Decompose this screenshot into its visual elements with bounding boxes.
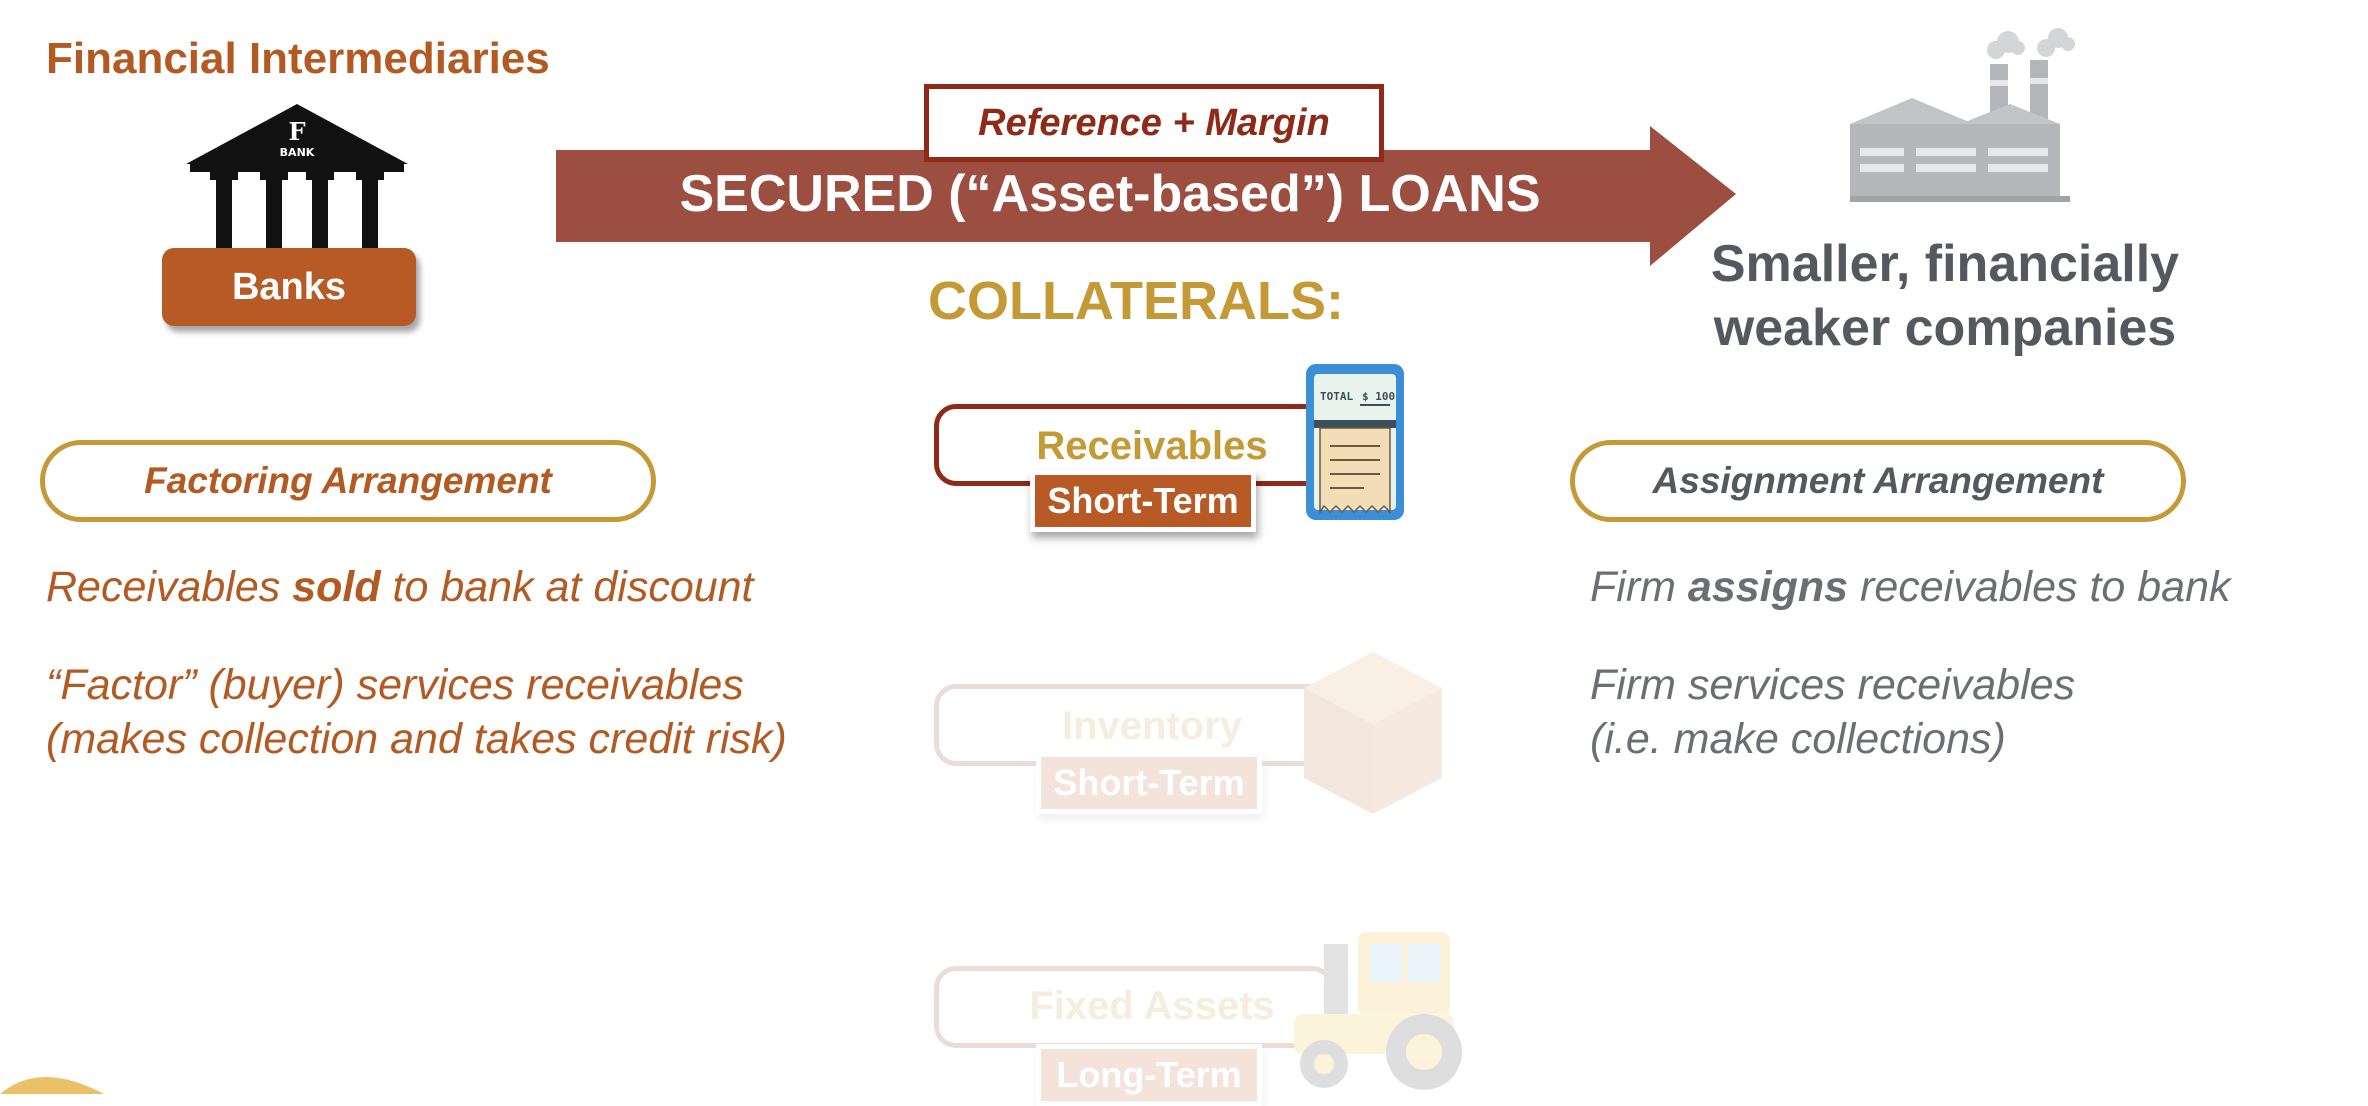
reference-margin-box: Reference + Margin xyxy=(924,84,1384,162)
collaterals-heading: COLLATERALS: xyxy=(928,271,1344,331)
fixed-assets-collateral: Fixed Assets Long-Term xyxy=(934,918,1494,1106)
assignment-line2a: Firm services receivables xyxy=(1590,661,2076,709)
fixed-assets-term-label: Long-Term xyxy=(1056,1054,1242,1095)
factoring-line1: Receivables sold to bank at discount xyxy=(46,560,754,614)
factoring-arrangement-pill: Factoring Arrangement xyxy=(40,440,656,522)
factoring-line2a: “Factor” (buyer) services receivables xyxy=(46,661,744,709)
factoring-line2b: (makes collection and takes credit risk) xyxy=(46,715,787,763)
factoring-line1-pre: Receivables xyxy=(46,563,293,611)
receipt-total-label: TOTAL xyxy=(1320,390,1353,403)
receipt-icon: TOTAL $ 100 xyxy=(1306,364,1404,520)
assignment-arrangement-title: Assignment Arrangement xyxy=(1652,460,2104,501)
bank-icon-text: BANK xyxy=(280,146,315,159)
factory-icon xyxy=(1850,28,2075,202)
bank-icon: F BANK xyxy=(186,104,408,258)
fixed-assets-term-tag: Long-Term xyxy=(1036,1044,1262,1106)
secured-loans-arrow xyxy=(556,126,1736,266)
receivables-label: Receivables xyxy=(1036,424,1268,468)
banks-box: Banks xyxy=(162,248,416,326)
inventory-frame xyxy=(934,684,1334,766)
receipt-amount: $ 100 xyxy=(1362,390,1395,403)
borrower-label: Smaller, financially weaker companies xyxy=(1690,232,2200,360)
reference-margin-label: Reference + Margin xyxy=(978,101,1330,144)
assignment-arrangement-pill: Assignment Arrangement xyxy=(1570,440,2186,522)
inventory-term-label: Short-Term xyxy=(1053,762,1245,803)
assignment-line1-bold: assigns xyxy=(1687,563,1849,611)
assignment-line2: Firm services receivables (i.e. make col… xyxy=(1590,658,2075,766)
factoring-line2: “Factor” (buyer) services receivables (m… xyxy=(46,658,787,766)
secured-loans-label: SECURED (“Asset-based”) LOANS xyxy=(679,165,1541,223)
tractor-icon xyxy=(1294,932,1462,1090)
inventory-label: Inventory xyxy=(1061,704,1243,748)
corner-decoration xyxy=(0,1077,104,1094)
receivables-term-tag: Short-Term xyxy=(1030,470,1256,532)
inventory-collateral: Inventory Short-Term xyxy=(934,640,1454,830)
assignment-line1: Firm assigns receivables to bank xyxy=(1590,560,2231,614)
banks-label: Banks xyxy=(231,265,347,308)
receivables-term-label: Short-Term xyxy=(1047,480,1239,521)
assignment-line2b: (i.e. make collections) xyxy=(1590,715,2006,763)
borrower-label-line1: Smaller, financially xyxy=(1710,235,2180,293)
assignment-line1-post: receivables to bank xyxy=(1848,563,2231,611)
crate-icon xyxy=(1304,652,1442,814)
assignment-line1-pre: Firm xyxy=(1590,563,1688,611)
factoring-arrangement-title: Factoring Arrangement xyxy=(144,460,552,501)
inventory-term-tag: Short-Term xyxy=(1036,752,1262,814)
financial-intermediaries-title: Financial Intermediaries xyxy=(46,34,550,83)
borrower-label-line2: weaker companies xyxy=(1713,299,2177,357)
factoring-line1-post: to bank at discount xyxy=(380,563,754,611)
fixed-assets-label: Fixed Assets xyxy=(1029,984,1275,1028)
bank-icon-letter: F xyxy=(288,117,305,146)
fixed-assets-frame xyxy=(934,966,1334,1048)
factoring-line1-bold: sold xyxy=(292,563,381,611)
